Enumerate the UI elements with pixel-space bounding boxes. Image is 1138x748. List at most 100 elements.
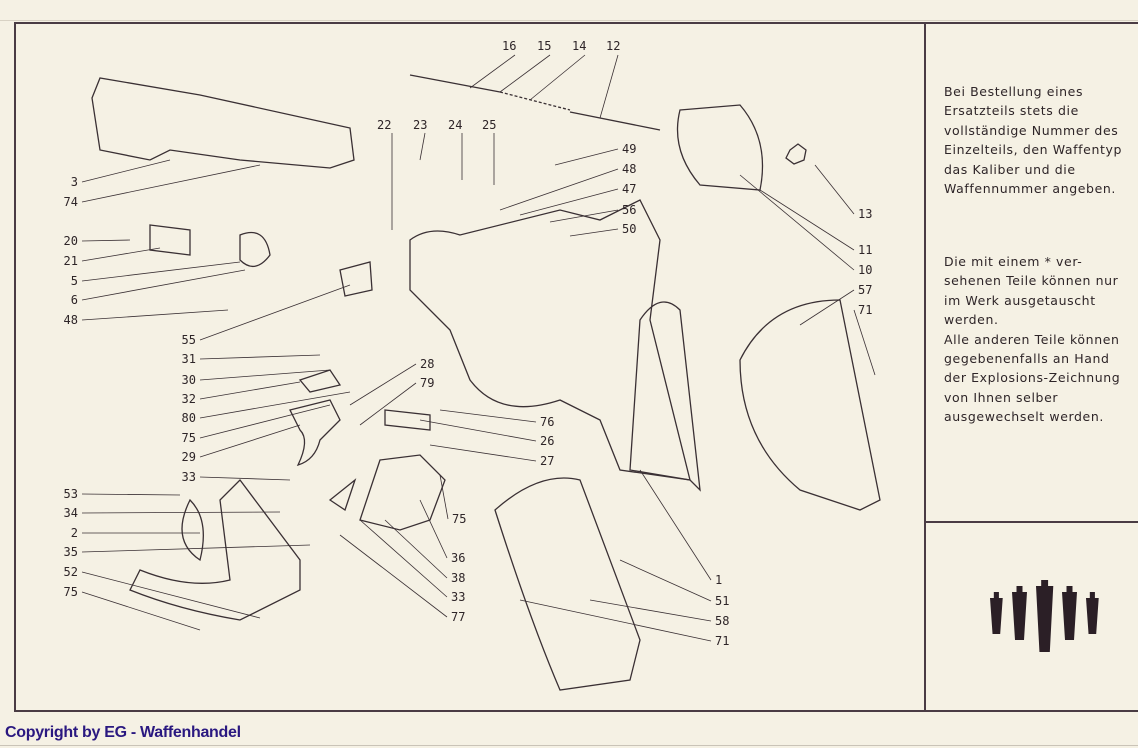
note-line: Ersatzteils stets die xyxy=(944,103,1079,119)
leader-line xyxy=(81,261,241,282)
leader-line xyxy=(81,591,201,631)
copyright-text: Copyright by EG - Waffenhandel xyxy=(5,724,241,741)
ejector-star-part xyxy=(785,143,807,165)
leader-line xyxy=(639,469,712,581)
part-number-label: 71 xyxy=(858,303,872,317)
leader-line xyxy=(519,599,712,642)
leader-line xyxy=(814,164,855,215)
firing-pin-part xyxy=(409,74,501,93)
leader-line xyxy=(359,519,448,598)
note-line: Waffennummer angeben. xyxy=(944,181,1116,197)
cartridge-icon xyxy=(1086,592,1099,634)
leader-line xyxy=(81,247,161,262)
note-line: von Ihnen selber xyxy=(944,389,1059,405)
leader-line xyxy=(81,544,311,553)
plunger-part xyxy=(339,261,373,297)
note-line: Alle anderen Teile können xyxy=(944,331,1120,347)
cartridge-icon xyxy=(1062,586,1077,640)
leader-line xyxy=(199,354,321,360)
cartridge-icon xyxy=(1036,580,1054,652)
replacement-note: Die mit einem * ver-sehenen Teile können… xyxy=(944,252,1120,427)
cartridge-icon xyxy=(990,592,1003,634)
part-number-label: 47 xyxy=(622,182,636,196)
note-line: gegebenenfalls an Hand xyxy=(944,351,1110,367)
leader-line xyxy=(759,189,855,251)
latch-lever-part xyxy=(239,231,271,267)
part-number-label: 75 xyxy=(452,512,466,526)
part-number-label: 58 xyxy=(715,614,729,628)
part-number-label: 20 xyxy=(64,234,78,248)
side-plate-part xyxy=(129,479,301,621)
leader-line xyxy=(499,54,551,93)
right-grip-panel xyxy=(739,299,881,511)
leader-line xyxy=(199,381,301,400)
leader-line xyxy=(519,188,619,216)
leader-line xyxy=(619,559,712,602)
leader-line xyxy=(199,476,291,481)
leader-line xyxy=(199,369,331,381)
part-number-label: 76 xyxy=(540,415,554,429)
leader-line xyxy=(599,54,619,119)
part-number-label: 50 xyxy=(622,222,636,236)
part-number-label: 77 xyxy=(451,610,465,624)
rebound-slide-part xyxy=(384,409,431,431)
part-number-label: 48 xyxy=(64,313,78,327)
note-line: werden. xyxy=(944,312,999,328)
leader-line xyxy=(339,534,448,618)
leader-line xyxy=(199,391,351,419)
barrel-frame-part xyxy=(91,77,355,169)
leader-line xyxy=(349,363,417,406)
diagram-frame xyxy=(14,22,1138,712)
leader-line xyxy=(529,54,586,101)
part-number-label: 32 xyxy=(182,392,196,406)
part-number-label: 10 xyxy=(858,263,872,277)
hammer-part xyxy=(359,454,446,531)
note-line: Die mit einem * ver- xyxy=(944,254,1083,269)
part-number-label: 56 xyxy=(622,203,636,217)
part-number-label: 74 xyxy=(64,195,78,209)
part-number-label: 15 xyxy=(537,39,551,53)
part-number-label: 13 xyxy=(858,207,872,221)
part-number-label: 5 xyxy=(71,274,78,288)
ejector-rod-part xyxy=(569,111,661,131)
panel-divider xyxy=(924,22,926,712)
left-grip-panel xyxy=(494,477,641,691)
cylinder-latch-part xyxy=(149,224,191,256)
part-number-label: 33 xyxy=(182,470,196,484)
part-number-label: 26 xyxy=(540,434,554,448)
cylinder-part xyxy=(676,104,764,191)
leader-line xyxy=(359,382,417,426)
leader-line xyxy=(589,599,712,622)
panel-separator xyxy=(926,521,1138,523)
trigger-part xyxy=(289,399,341,467)
leader-line xyxy=(81,239,131,242)
note-line: vollständige Nummer des xyxy=(944,122,1119,138)
leader-line xyxy=(81,493,181,496)
leader-line xyxy=(419,419,537,442)
leader-line xyxy=(81,164,261,203)
part-number-label: 36 xyxy=(451,551,465,565)
leader-line xyxy=(81,571,261,619)
part-number-label: 2 xyxy=(71,526,78,540)
sear-part xyxy=(298,369,342,393)
leader-line xyxy=(439,409,537,423)
part-number-label: 49 xyxy=(622,142,636,156)
part-number-label: 21 xyxy=(64,254,78,268)
leader-line xyxy=(199,424,301,458)
part-number-label: 28 xyxy=(420,357,434,371)
leader-line xyxy=(81,159,171,183)
leader-line xyxy=(469,54,516,89)
sideplate-window xyxy=(181,498,204,562)
leader-line xyxy=(429,444,537,462)
part-number-label: 22 xyxy=(377,118,391,132)
part-number-label: 30 xyxy=(182,373,196,387)
part-number-label: 34 xyxy=(64,506,78,520)
top-edge xyxy=(0,20,1138,21)
leader-line xyxy=(419,132,426,161)
leader-line xyxy=(549,209,619,223)
leader-lines xyxy=(81,54,876,642)
part-number-label: 31 xyxy=(182,352,196,366)
